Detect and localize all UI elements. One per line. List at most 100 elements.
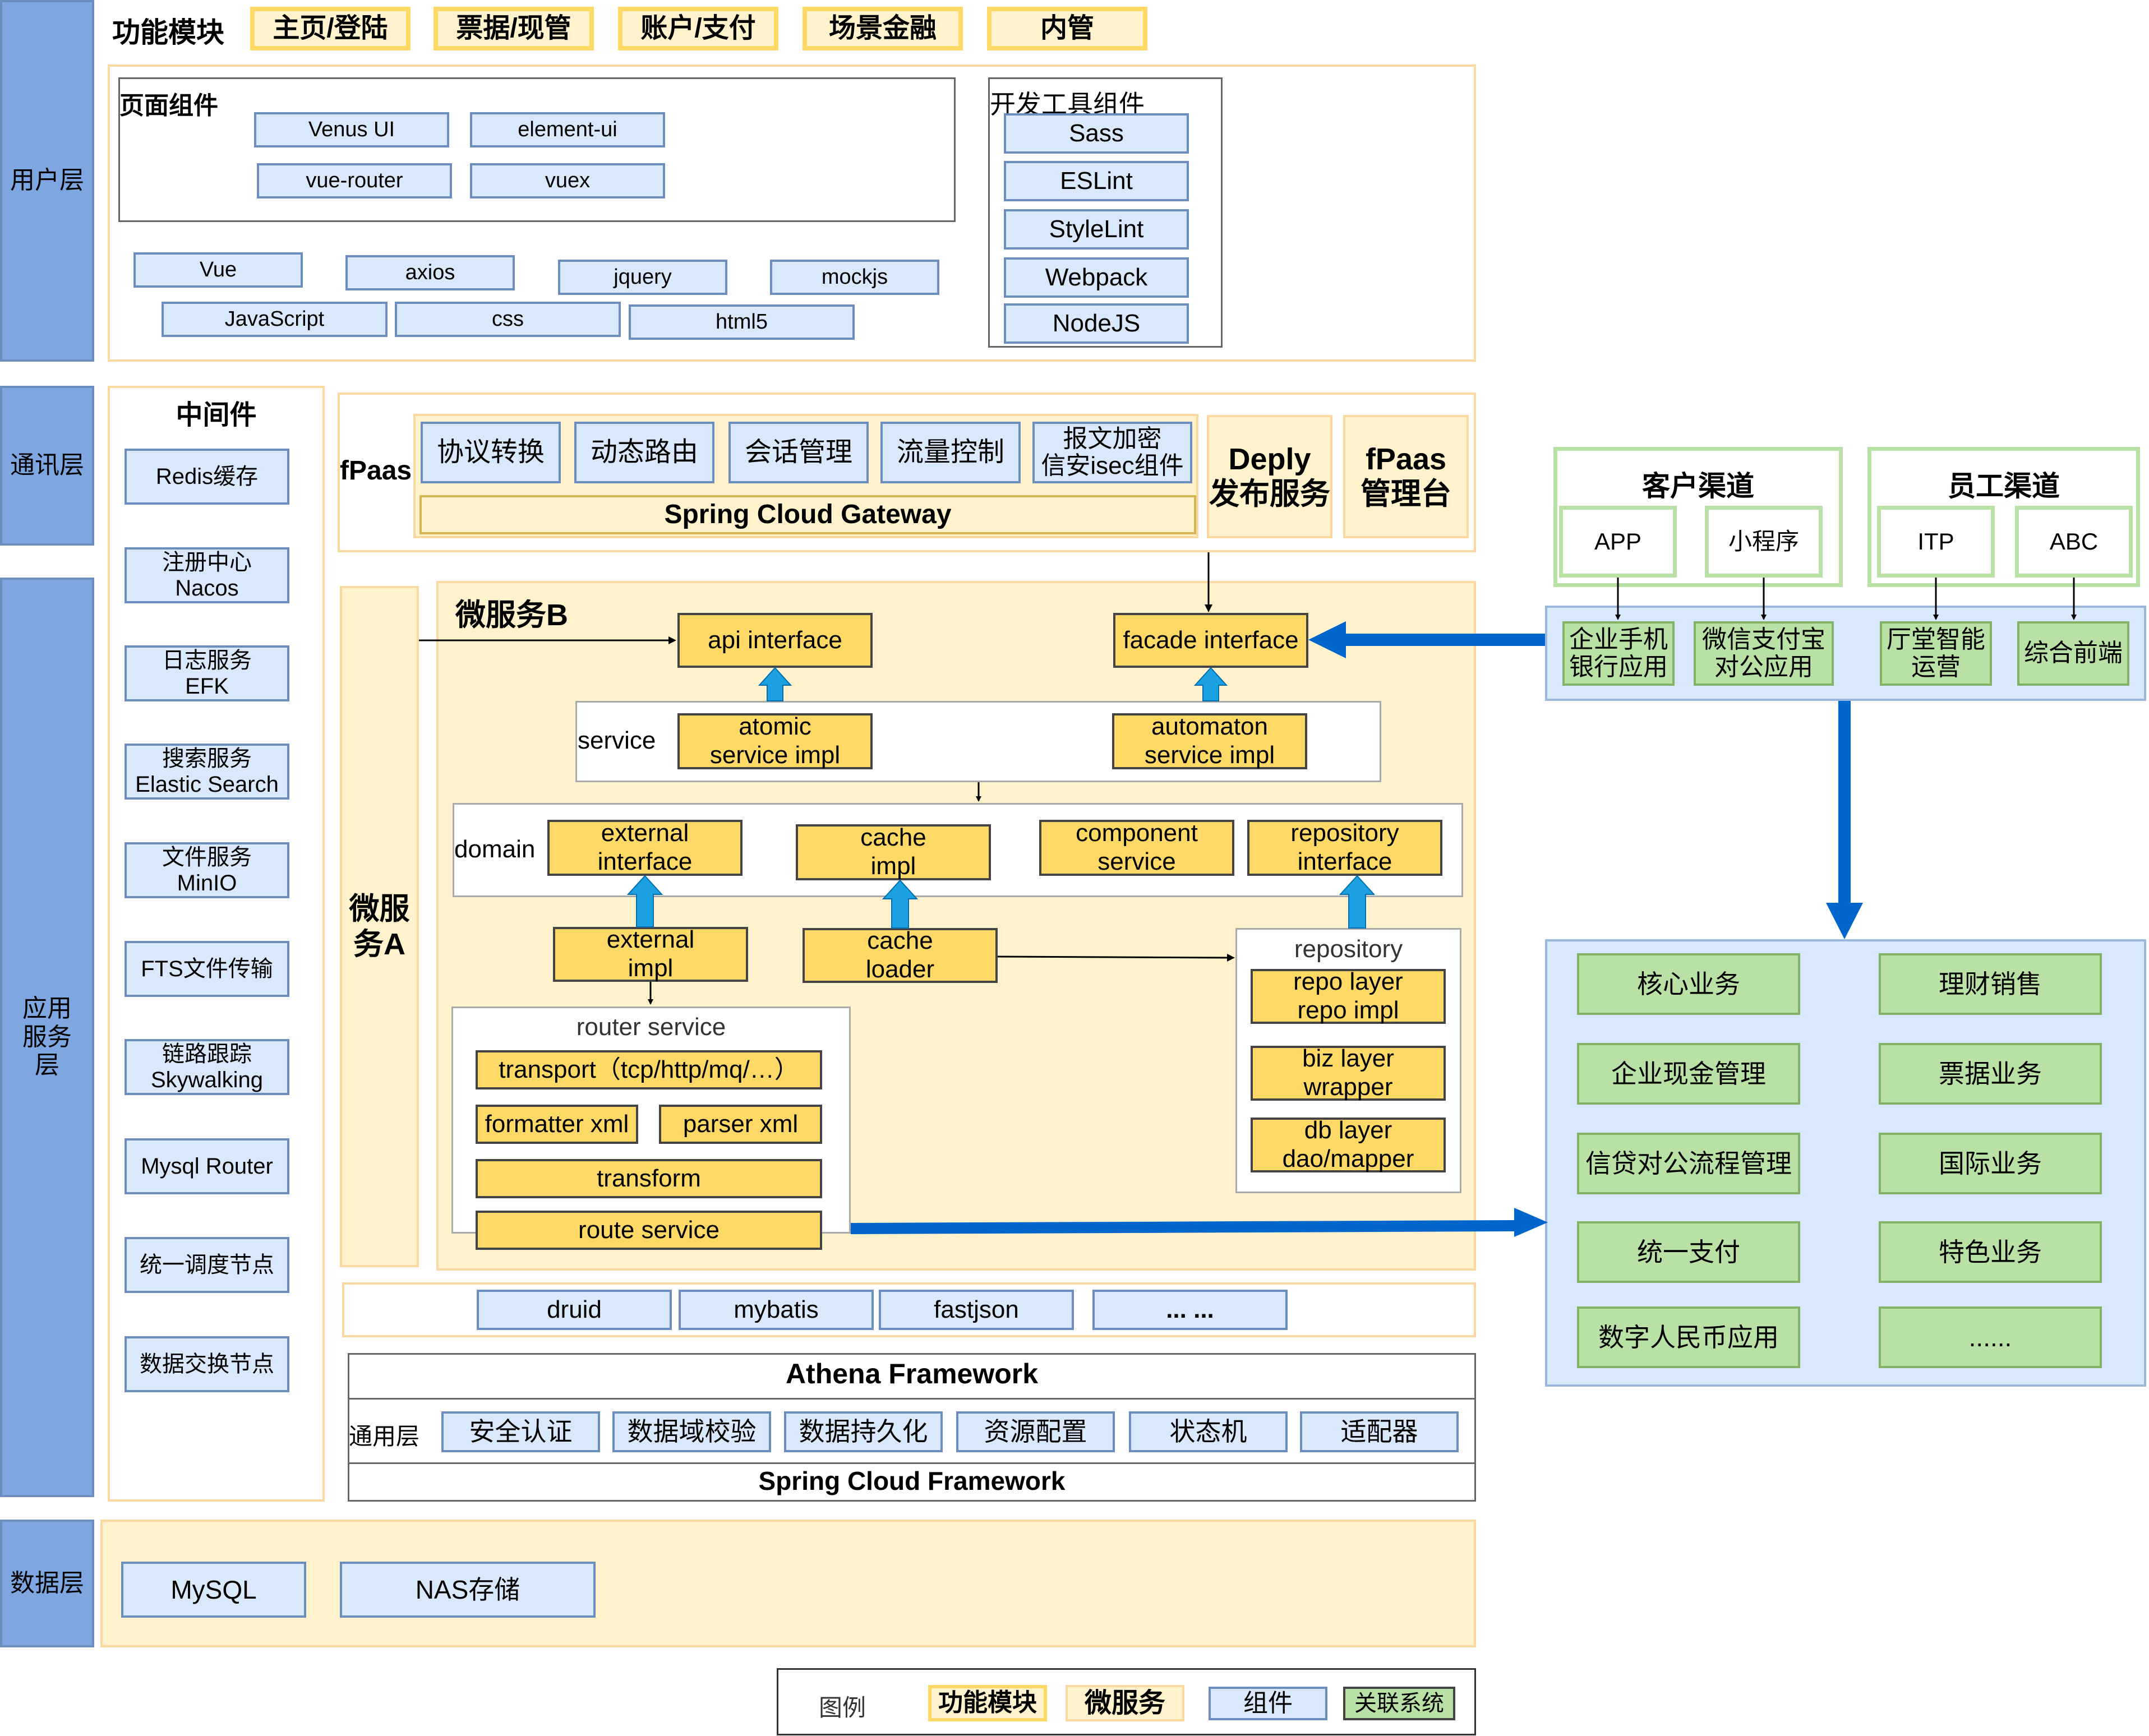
legend-title: 图例	[819, 1695, 866, 1721]
mw-skywalking: 链路跟踪 Skywalking	[124, 1039, 289, 1095]
athena-resource: 资源配置	[956, 1411, 1115, 1452]
api-interface: api interface	[677, 613, 873, 668]
tool-druid: druid	[477, 1290, 672, 1330]
athena-domain-check: 数据域校验	[612, 1411, 771, 1452]
tool-webpack: Webpack	[1004, 257, 1189, 298]
channel-itp: ITP	[1877, 506, 1995, 578]
biz-international: 国际业务	[1879, 1133, 2102, 1194]
module-home: 主页/登陆	[250, 7, 411, 50]
lib-jquery: jquery	[558, 260, 727, 295]
middleware-title: 中间件	[176, 400, 257, 430]
tool-stylelint: StyleLint	[1004, 209, 1189, 250]
mw-scheduler: 统一调度节点	[124, 1237, 289, 1293]
page-components-box	[118, 77, 956, 222]
element-ui: element-ui	[470, 112, 665, 147]
layer-data: 数据层	[0, 1520, 94, 1647]
data-layer-box	[100, 1520, 1476, 1647]
layer-comm: 通讯层	[0, 386, 94, 546]
app-hall-ops: 厅堂智能 运营	[1880, 621, 1992, 686]
biz-cash-mgmt: 企业现金管理	[1577, 1043, 1800, 1105]
app-corp-mobile-bank: 企业手机 银行应用	[1562, 621, 1675, 686]
fpaas-flow: 流量控制	[880, 422, 1021, 483]
biz-ecny: 数字人民币应用	[1577, 1306, 1800, 1368]
repository-label: repository	[1294, 935, 1403, 963]
spring-cloud-gateway: Spring Cloud Gateway	[419, 495, 1196, 534]
mw-redis: Redis缓存	[124, 449, 289, 505]
mw-data-exchange: 数据交换节点	[124, 1336, 289, 1392]
repository-interface: repository interface	[1247, 819, 1442, 876]
module-account: 账户/支付	[618, 7, 778, 50]
cache-loader: cache loader	[803, 927, 998, 983]
db-mysql: MySQL	[121, 1562, 306, 1618]
staff-channel-title: 员工渠道	[1948, 470, 2060, 502]
microservice-a: 微服 务A	[340, 586, 419, 1267]
lib-css: css	[395, 302, 621, 337]
mw-minio: 文件服务 MinIO	[124, 842, 289, 898]
mw-nacos: 注册中心 Nacos	[124, 547, 289, 603]
customer-channel-title: 客户渠道	[1642, 470, 1754, 502]
venus-ui: Venus UI	[254, 112, 449, 147]
app-general-frontend: 综合前端	[2017, 621, 2129, 686]
tool-fastjson: fastjson	[879, 1290, 1074, 1330]
vuex: vuex	[470, 163, 665, 198]
module-scene: 场景金融	[803, 7, 963, 50]
parser-xml: parser xml	[659, 1105, 822, 1144]
lib-axios: axios	[345, 255, 515, 290]
tool-mybatis: mybatis	[679, 1290, 874, 1330]
legend-module: 功能模块	[928, 1685, 1047, 1721]
channel-to-business-arrow	[1826, 701, 1863, 939]
biz-special: 特色业务	[1879, 1221, 2102, 1283]
db-layer: db layer dao/mapper	[1251, 1116, 1446, 1172]
legend-component: 组件	[1209, 1687, 1327, 1720]
athena-persistence: 数据持久化	[784, 1411, 943, 1452]
automaton-service-impl: automaton service impl	[1112, 713, 1307, 769]
fpaas-console: fPaas 管理台	[1343, 415, 1469, 538]
channel-abc: ABC	[2015, 506, 2133, 578]
facade-interface: facade interface	[1113, 613, 1308, 668]
athena-divider-top	[348, 1398, 1476, 1400]
cache-impl: cache impl	[796, 824, 991, 880]
page-components-title: 页面组件	[119, 92, 218, 119]
athena-title: Athena Framework	[785, 1358, 1039, 1389]
mw-elastic: 搜索服务 Elastic Search	[124, 744, 289, 800]
spring-cloud-framework: Spring Cloud Framework	[758, 1466, 1066, 1495]
athena-adapter: 适配器	[1300, 1411, 1459, 1452]
module-bill: 票据/现管	[434, 7, 594, 50]
lib-vue: Vue	[133, 252, 303, 288]
biz-more: ......	[1879, 1306, 2102, 1368]
lib-javascript: JavaScript	[162, 302, 388, 337]
transform: transform	[476, 1159, 822, 1198]
repo-layer: repo layer repo impl	[1251, 968, 1446, 1024]
mw-efk: 日志服务 EFK	[124, 645, 289, 701]
lib-mockjs: mockjs	[770, 260, 939, 295]
lib-html5: html5	[629, 304, 855, 340]
formatter-xml: formatter xml	[476, 1105, 638, 1144]
db-nas: NAS存储	[340, 1562, 596, 1618]
tool-eslint: ESLint	[1004, 161, 1189, 201]
deploy-service: Deply 发布服务	[1207, 415, 1332, 538]
microservice-b-title: 微服务B	[455, 598, 568, 632]
biz-credit: 信贷对公流程管理	[1577, 1133, 1800, 1194]
tool-more: ... ...	[1092, 1290, 1288, 1330]
layer-app: 应用服务层	[0, 578, 94, 1497]
external-impl: external impl	[553, 926, 748, 982]
tool-sass: Sass	[1004, 113, 1189, 154]
mw-fts: FTS文件传输	[124, 941, 289, 997]
tool-nodejs: NodeJS	[1004, 303, 1189, 344]
biz-core: 核心业务	[1577, 953, 1800, 1015]
fpaas-routing: 动态路由	[574, 422, 714, 483]
layer-user: 用户层	[0, 0, 94, 362]
legend-related: 关联系统	[1343, 1687, 1455, 1720]
legend-microservice: 微服务	[1066, 1685, 1184, 1721]
domain-label: domain	[454, 835, 536, 863]
biz-payment: 统一支付	[1577, 1221, 1800, 1283]
biz-layer: biz layer wrapper	[1251, 1045, 1446, 1101]
app-wechat-alipay: 微信支付宝 对公应用	[1694, 621, 1834, 686]
component-service: component service	[1039, 819, 1234, 876]
modules-title: 功能模块	[112, 17, 224, 48]
biz-bill: 票据业务	[1879, 1043, 2102, 1105]
athena-auth: 安全认证	[441, 1411, 600, 1452]
athena-divider-bottom	[348, 1462, 1476, 1464]
athena-state-machine: 状态机	[1129, 1411, 1288, 1452]
router-service-label: router service	[576, 1013, 726, 1041]
